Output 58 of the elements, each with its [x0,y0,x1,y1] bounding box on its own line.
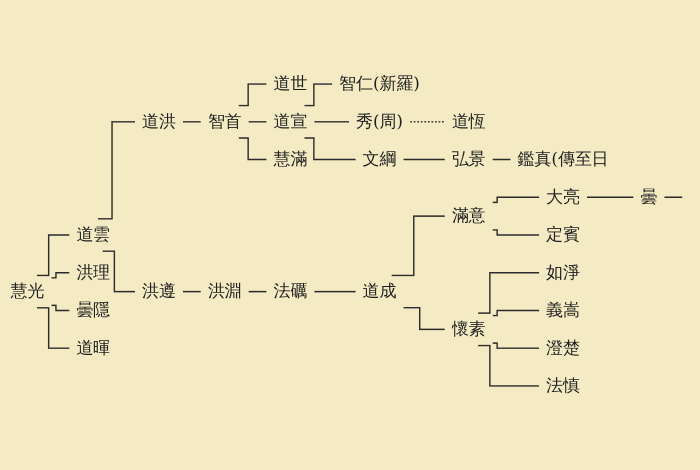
connector [314,121,349,122]
connector [478,344,540,387]
connector [587,196,634,198]
node-text: 道宣 [274,112,308,132]
connector [314,290,356,292]
node-text: 義嵩 [546,300,580,320]
connector [478,272,540,314]
connector [182,121,201,122]
node-text: 如淨 [546,262,580,282]
node-text: 智首 [208,112,242,132]
connector [248,290,266,292]
node-text: 曇隱 [76,300,110,320]
connector [182,290,201,292]
node-text: 洪淵 [208,282,242,302]
node-text: 道雲 [76,225,110,245]
connector [392,215,445,276]
node-text: 文綱 [362,150,396,170]
node-text: 洪遵 [142,282,176,302]
node-text: 弘景 [452,150,486,170]
connector [304,83,332,106]
connector [492,310,540,316]
connector [98,121,135,220]
connector [404,158,445,160]
node-text: 慧滿 [274,150,308,170]
connector [492,158,510,160]
node-text: 秀(周) [356,112,404,132]
connector [52,304,70,312]
node-text: 道成 [362,282,396,302]
node-text: 法礪 [274,282,308,302]
node-text: 定賓 [546,225,580,245]
node-text: 道恆 [452,112,486,132]
connector [492,196,540,204]
connector [36,234,70,276]
node-text: 道暉 [76,338,110,358]
connector [36,307,70,349]
connector [238,137,266,160]
node-text: 鑑真(傳至日 [518,150,609,170]
node-text: 智仁(新羅) [339,74,420,94]
node-text: 曇 [640,187,658,207]
connector [238,83,266,106]
connector [492,229,540,236]
node-text: 滿意 [452,206,486,226]
connector [248,121,266,122]
node-text: 澄楚 [546,338,580,358]
node-text: 大亮 [546,187,580,207]
connector [102,250,135,292]
node-text: 道世 [274,74,308,94]
connector [492,342,540,349]
connector [304,137,356,160]
node-text: 懷素 [452,319,486,339]
connector [404,306,445,330]
node-text: 洪理 [76,262,110,282]
node-text: 道洪 [142,112,176,132]
node-text: 慧光 [10,282,44,302]
connector [410,121,445,122]
connector [52,272,70,279]
node-text: 法慎 [546,376,580,396]
connector [664,196,682,198]
